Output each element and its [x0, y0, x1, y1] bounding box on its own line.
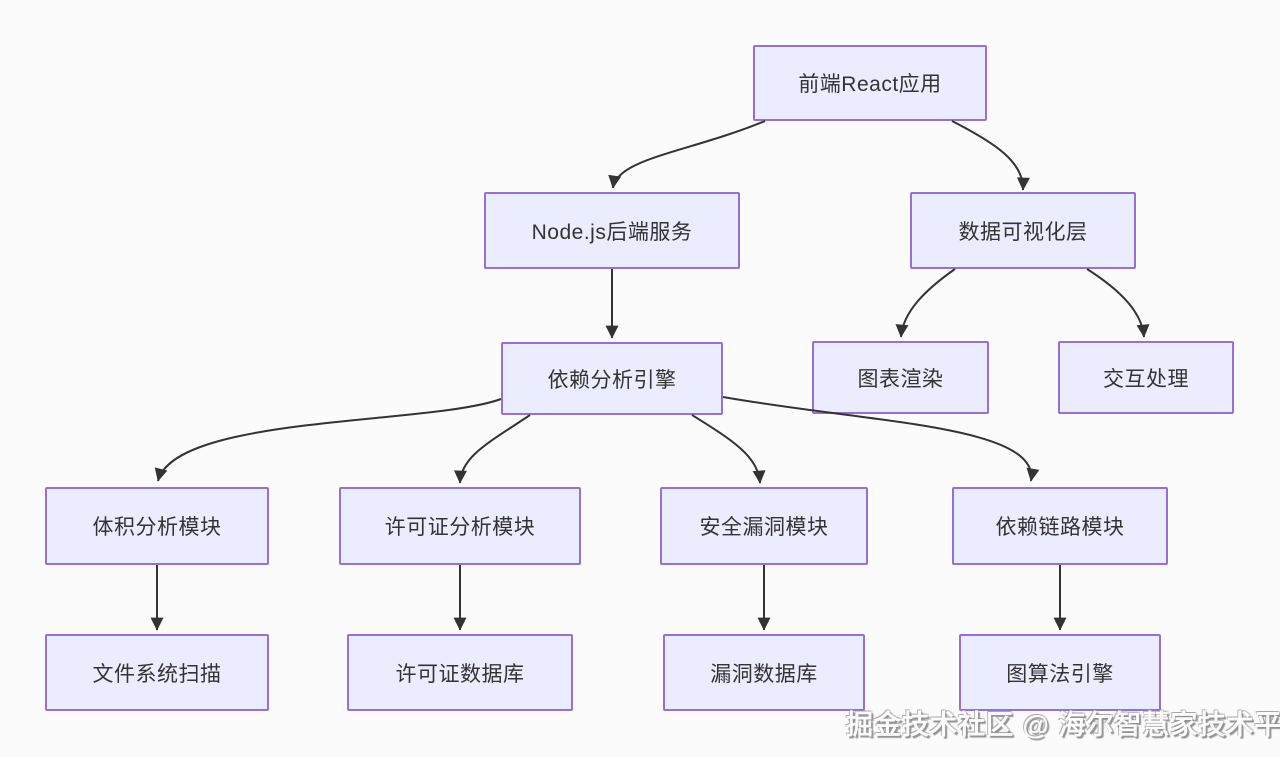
edge-data-viz-to-interaction: [1086, 268, 1150, 338]
node-interaction: 交互处理: [1058, 341, 1234, 414]
node-license-module: 许可证分析模块: [339, 487, 581, 565]
watermark: 掘金技术社区 @ 海尔智慧家技术平台: [846, 710, 1280, 740]
edge-react-app-to-data-viz: [951, 120, 1030, 191]
edge-dep-engine-to-license-module: [453, 414, 531, 484]
node-node-backend: Node.js后端服务: [484, 192, 740, 269]
node-chart-render: 图表渲染: [812, 341, 989, 414]
node-react-app: 前端React应用: [753, 45, 987, 121]
edge-react-app-to-node-backend: [608, 120, 766, 189]
node-graph-engine: 图算法引擎: [959, 634, 1161, 711]
node-fs-scan: 文件系统扫描: [45, 634, 269, 711]
edge-dep-engine-to-security-module: [691, 414, 766, 484]
node-license-db: 许可证数据库: [347, 634, 573, 711]
node-chain-module: 依赖链路模块: [952, 487, 1168, 565]
node-volume-module: 体积分析模块: [45, 487, 269, 565]
node-dep-engine: 依赖分析引擎: [501, 342, 723, 415]
edge-dep-engine-to-volume-module: [154, 398, 502, 482]
node-security-module: 安全漏洞模块: [660, 487, 868, 565]
node-data-viz: 数据可视化层: [910, 192, 1136, 269]
edge-data-viz-to-chart-render: [895, 268, 956, 338]
node-vuln-db: 漏洞数据库: [663, 634, 865, 711]
